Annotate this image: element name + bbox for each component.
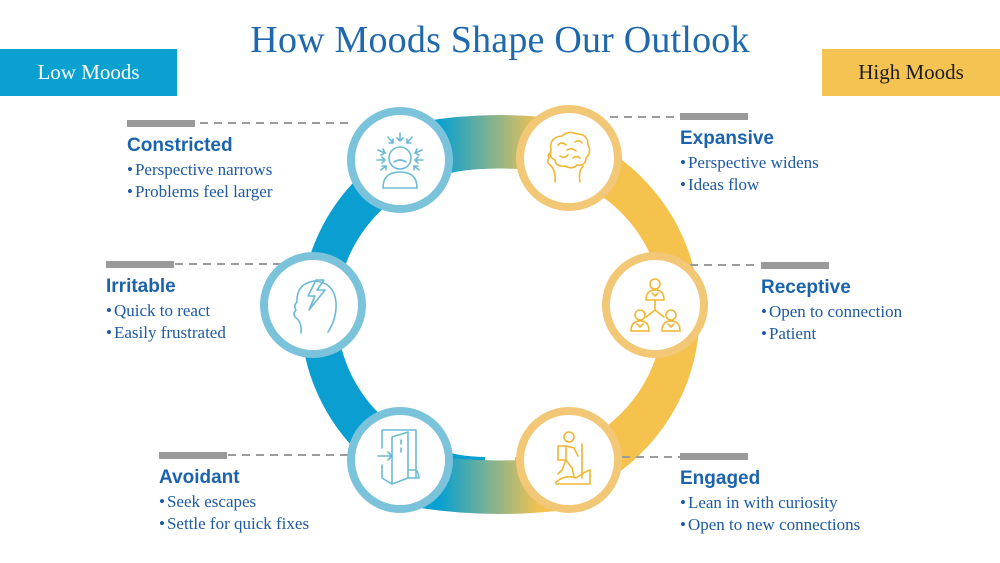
mood-heading: Engaged xyxy=(680,468,761,489)
mood-bullet: Lean in with curiosity xyxy=(680,492,860,514)
mood-bullet: Open to connection xyxy=(761,301,902,323)
mood-engaged: Engaged Lean in with curiosity Open to n… xyxy=(680,453,860,536)
irritable-circle xyxy=(260,252,366,358)
mood-heading: Expansive xyxy=(680,128,774,149)
exit-door-icon xyxy=(377,429,420,485)
mood-bullet: Seek escapes xyxy=(159,491,309,513)
mood-avoidant: Avoidant Seek escapes Settle for quick f… xyxy=(159,452,309,535)
receptive-circle xyxy=(602,252,708,358)
mood-bullet: Settle for quick fixes xyxy=(159,513,309,535)
mood-bullet: Problems feel larger xyxy=(127,181,273,203)
high-moods-badge: High Moods xyxy=(822,49,1000,96)
pressured-person-icon xyxy=(376,132,424,189)
page-title: How Moods Shape Our Outlook xyxy=(250,19,750,61)
mood-heading: Constricted xyxy=(127,135,233,156)
expansive-circle xyxy=(516,105,622,211)
constricted-circle xyxy=(347,107,453,213)
label-bar xyxy=(761,262,829,269)
mood-bullet: Perspective narrows xyxy=(127,159,272,181)
mood-heading: Receptive xyxy=(761,277,851,298)
mood-bullet: Perspective widens xyxy=(680,152,819,174)
mood-receptive: Receptive Open to connection Patient xyxy=(761,262,902,345)
label-bar xyxy=(106,261,174,268)
hiker-icon xyxy=(555,431,591,485)
avoidant-circle xyxy=(347,407,453,513)
mood-bullet: Quick to react xyxy=(106,300,226,322)
label-bar xyxy=(680,453,748,460)
mood-heading: Avoidant xyxy=(159,467,240,488)
label-bar xyxy=(680,113,748,120)
mood-expansive: Expansive Perspective widens Ideas flow xyxy=(680,113,819,196)
mood-heading: Irritable xyxy=(106,276,176,297)
lightning-head-icon xyxy=(293,279,337,334)
mood-bullet: Patient xyxy=(761,323,902,345)
mood-constricted: Constricted Perspective narrows Problems… xyxy=(127,120,272,203)
engaged-circle xyxy=(516,407,622,513)
label-bar xyxy=(127,120,195,127)
mood-bullet: Open to new connections xyxy=(680,514,860,536)
brain-head-icon xyxy=(546,131,591,183)
mood-irritable: Irritable Quick to react Easily frustrat… xyxy=(106,261,226,344)
low-moods-badge: Low Moods xyxy=(0,49,177,96)
label-bar xyxy=(159,452,227,459)
mood-bullet: Easily frustrated xyxy=(106,322,226,344)
mood-bullet: Ideas flow xyxy=(680,174,819,196)
people-network-icon xyxy=(630,278,681,332)
